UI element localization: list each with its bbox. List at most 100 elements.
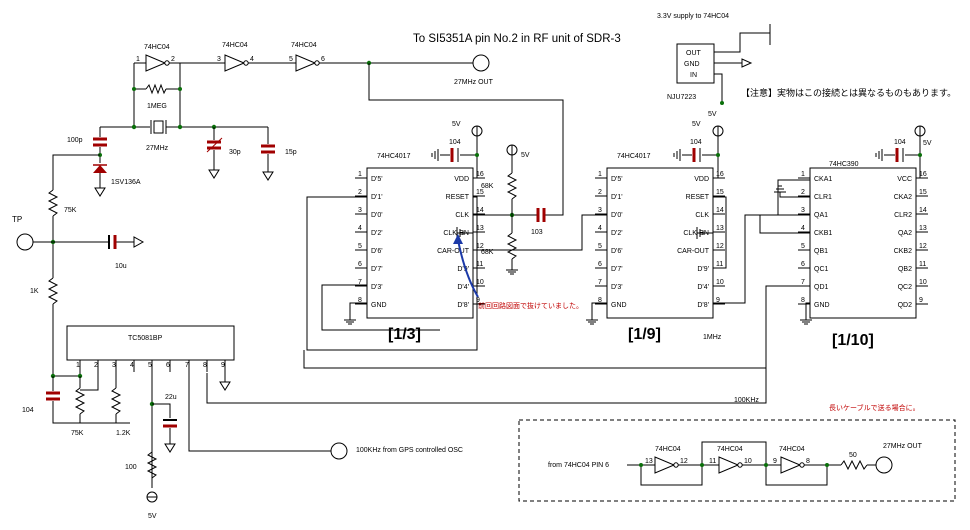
ic3-pin-num-right: 11	[919, 261, 926, 268]
ic1-pin-label-right: RESET	[446, 194, 470, 201]
ic1-pin-label-left: D'1'	[371, 194, 383, 201]
inverter-2-pin-out: 4	[250, 56, 254, 63]
ic2-pin-num-left: 2	[598, 189, 602, 196]
resistor-75k-top-label: 75K	[64, 207, 77, 214]
ic2-pin-num-right: 9	[716, 297, 720, 304]
ic4-pin-num: 7	[185, 362, 189, 369]
ic3-pin-label-right: CKA2	[894, 194, 912, 201]
ic1-pin-label-left: GND	[371, 302, 387, 309]
resistor-75k-bottom-label: 75K	[71, 430, 84, 437]
tp-label: TP	[12, 215, 22, 224]
ic2-decap-label: 104	[690, 139, 702, 146]
ic3-pin-num-left: 6	[801, 261, 805, 268]
ic2-5v-label: 5V	[692, 121, 701, 128]
inverter-1	[145, 54, 167, 72]
ic3-pin-num-left: 4	[801, 225, 805, 232]
regulator-pin-in: IN	[690, 72, 697, 79]
ic2-pin-num-right: 12	[716, 243, 724, 250]
oscillator-section: 74HC04 1 2 74HC04 3 4 74HC04 5 6 27MHz O…	[12, 42, 494, 376]
resistor-1k	[47, 277, 59, 305]
ic1-74hc4017: 74HC4017 1D'5'16VDD2D'1'15RESET3D'0'14CL…	[306, 63, 583, 351]
ic1-pin-num-left: 5	[358, 243, 362, 250]
ic3-pin-label-right: QA2	[898, 230, 912, 237]
out-27mhz-2-label: 27MHz OUT	[883, 443, 923, 450]
ic3-pin-label-left: QD1	[814, 284, 829, 291]
regulator-5v-label: 5V	[708, 111, 717, 118]
varicap-diode	[93, 165, 107, 173]
ic1-pin-label-right: VDD	[454, 176, 469, 183]
ic1-pin-label-right: CLK	[455, 212, 469, 219]
ic3-pin-num-right: 9	[919, 297, 923, 304]
ratio-1-9: [1/9]	[628, 326, 661, 343]
ic1-pin-label-left: D'6'	[371, 248, 383, 255]
ic1-pin-num-left: 4	[358, 225, 362, 232]
ic1-pin-num-right: 16	[476, 171, 484, 178]
ic2-pin-num-left: 6	[598, 261, 602, 268]
ic1-decap-label: 104	[449, 139, 461, 146]
inverter-1-label: 74HC04	[144, 44, 170, 51]
ic1-pin-num-right: 12	[476, 243, 484, 250]
ic3-pin-label-right: CKB2	[894, 248, 912, 255]
ic1-pin-num-left: 1	[358, 171, 362, 178]
inverter-4-label: 74HC04	[655, 446, 681, 453]
freq-1mhz-label: 1MHz	[703, 334, 722, 341]
tp-terminal	[16, 233, 34, 251]
ic3-pin-num-left: 5	[801, 243, 805, 250]
ic1-pin-label-left: D'3'	[371, 284, 383, 291]
ic3-pin-num-right: 14	[919, 207, 927, 214]
ic4-pin-num: 6	[166, 362, 170, 369]
ic3-pin-label-left: GND	[814, 302, 830, 309]
ic3-pin-num-right: 15	[919, 189, 927, 196]
inverter-2-label: 74HC04	[222, 42, 248, 49]
resistor-68k-top-label: 68K	[481, 183, 494, 190]
ic1-pin-num-right: 15	[476, 189, 484, 196]
ic2-pin-label-right: RESET	[686, 194, 710, 201]
ic3-5v-label: 5V	[923, 140, 932, 147]
ic1-pin-label-right: CAR-OUT	[437, 248, 470, 255]
ic1-pin-num-left: 7	[358, 279, 362, 286]
cap-104-pll-label: 104	[22, 407, 34, 414]
title-text: To SI5351A pin No.2 in RF unit of SDR-3	[413, 33, 621, 45]
ic3-pin-label-right: QD2	[898, 302, 913, 309]
freq-100khz-label: 100KHz	[734, 397, 759, 404]
ic1-pin-num-left: 6	[358, 261, 362, 268]
ic1-pin-num-left: 8	[358, 297, 362, 304]
ic2-pin-label-right: D'8'	[697, 302, 709, 309]
ic2-pin-label-right: VDD	[694, 176, 709, 183]
inverter-5-pin-out: 10	[744, 458, 752, 465]
ic1-pin-num-right: 9	[476, 297, 480, 304]
ic3-pin-label-left: QA1	[814, 212, 828, 219]
inverter-2-pin-in: 3	[217, 56, 221, 63]
ic2-pin-num-right: 15	[716, 189, 724, 196]
ic1-pin-label-right: D'8'	[457, 302, 469, 309]
varicap-label: 1SV136A	[111, 179, 141, 186]
ic4-pin-num: 2	[94, 362, 98, 369]
ic4-body	[66, 325, 235, 361]
ic1-pin-label-right: D'4'	[457, 284, 469, 291]
ic3-pin-label-left: CKA1	[814, 176, 832, 183]
ic2-pin-num-right: 11	[716, 261, 723, 268]
crystal-27mhz	[153, 120, 164, 134]
ic4-pin-num: 9	[221, 362, 225, 369]
from-pin6-label: from 74HC04 PIN 6	[548, 462, 609, 469]
ratio-1-10: [1/10]	[832, 332, 874, 349]
inverter-2	[224, 54, 246, 72]
regulator-body	[676, 43, 715, 84]
ic4-pin-num: 5	[148, 362, 152, 369]
ic3-pin-label-left: CKB1	[814, 230, 832, 237]
long-cable-note: 長いケーブルで送る場合に。	[829, 403, 920, 412]
resistor-50-label: 50	[849, 452, 857, 459]
ic1-pin-num-right: 10	[476, 279, 484, 286]
ic2-pin-label-left: D'3'	[611, 284, 623, 291]
supply-note: 3.3V supply to 74HC04	[657, 13, 729, 20]
ic1-pin-label-left: D'7'	[371, 266, 383, 273]
ic1-pin-num-right: 14	[476, 207, 484, 214]
ic3-pin-label-right: QC2	[898, 284, 913, 291]
ic1-pin-label-left: D'5'	[371, 176, 383, 183]
inverter-4	[654, 456, 676, 474]
pll-5v-label: 5V	[148, 513, 157, 520]
ic2-pin-label-left: D'5'	[611, 176, 623, 183]
ic3-pin-label-left: CLR1	[814, 194, 832, 201]
inverter-6-pin-in: 9	[773, 458, 777, 465]
